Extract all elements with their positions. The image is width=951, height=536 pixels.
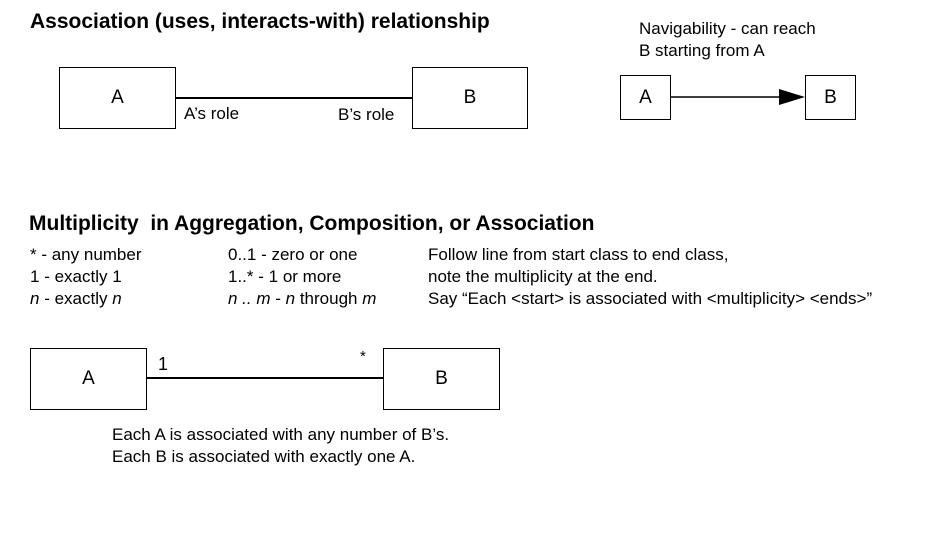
arrowhead-icon [779,89,805,105]
mult-symbol: 0..1 [228,245,257,264]
role-a-label: A’s role [184,104,240,123]
example-association-line [147,377,383,379]
mult-legend-one-or-more: 1..* - 1 or more [228,267,341,287]
example-class-box-a: A [30,348,147,410]
mult-symbol: 1 [30,267,40,286]
mult-symbol: n [30,289,40,308]
mult-desc: - zero or one [256,245,358,264]
association-line [176,97,412,99]
class-b-label: B [463,87,477,108]
mult-symbol: n .. m [228,289,271,308]
mult-legend-exactly-1: 1 - exactly 1 [30,267,122,287]
example-class-b-label: B [435,368,448,389]
example-caption-line1: Each A is associated with any number of … [112,425,450,444]
example-caption-line2: Each B is associated with exactly one A. [112,447,416,466]
mult-legend-range: n .. m - n through m [228,289,376,309]
multiplicity-b-label: * [360,348,366,365]
navigability-caption-line2: B starting from A [639,41,765,60]
navigability-caption-line1: Navigability - can reach [639,19,816,38]
nav-class-box-a: A [620,75,671,120]
role-b-label: B’s role [338,105,395,124]
mult-desc: through [295,289,363,308]
nav-class-b-label: B [824,86,837,108]
mult-symbol: 1..* [228,267,254,286]
mult-desc: - [270,289,286,308]
class-a-label: A [111,87,124,108]
multiplicity-heading: Multiplicity in Aggregation, Composition… [29,212,595,235]
mult-desc: - 1 or more [253,267,342,286]
mult-legend-exactly-n: n - exactly n [30,289,122,309]
class-box-b: B [412,67,528,129]
association-heading: Association (uses, interacts-with) relat… [30,10,490,33]
mult-symbol: m [362,289,377,308]
mult-symbol: n [112,289,122,308]
mult-instruction-line2: note the multiplicity at the end. [428,267,658,286]
example-class-box-b: B [383,348,500,410]
nav-class-a-label: A [639,86,652,108]
mult-desc: - exactly [39,289,113,308]
mult-symbol: * [30,245,37,264]
mult-symbol: n [285,289,296,308]
navigability-arrow [671,89,805,105]
mult-desc: - any number [36,245,142,264]
mult-desc: - exactly 1 [39,267,122,286]
mult-legend-any: * - any number [30,245,142,265]
nav-class-box-b: B [805,75,856,120]
mult-instruction-line3: Say “Each <start> is associated with <mu… [428,289,873,308]
class-box-a: A [59,67,176,129]
mult-legend-zero-or-one: 0..1 - zero or one [228,245,357,265]
multiplicity-a-label: 1 [158,354,169,374]
mult-instruction-line1: Follow line from start class to end clas… [428,245,729,264]
example-class-a-label: A [82,368,95,389]
